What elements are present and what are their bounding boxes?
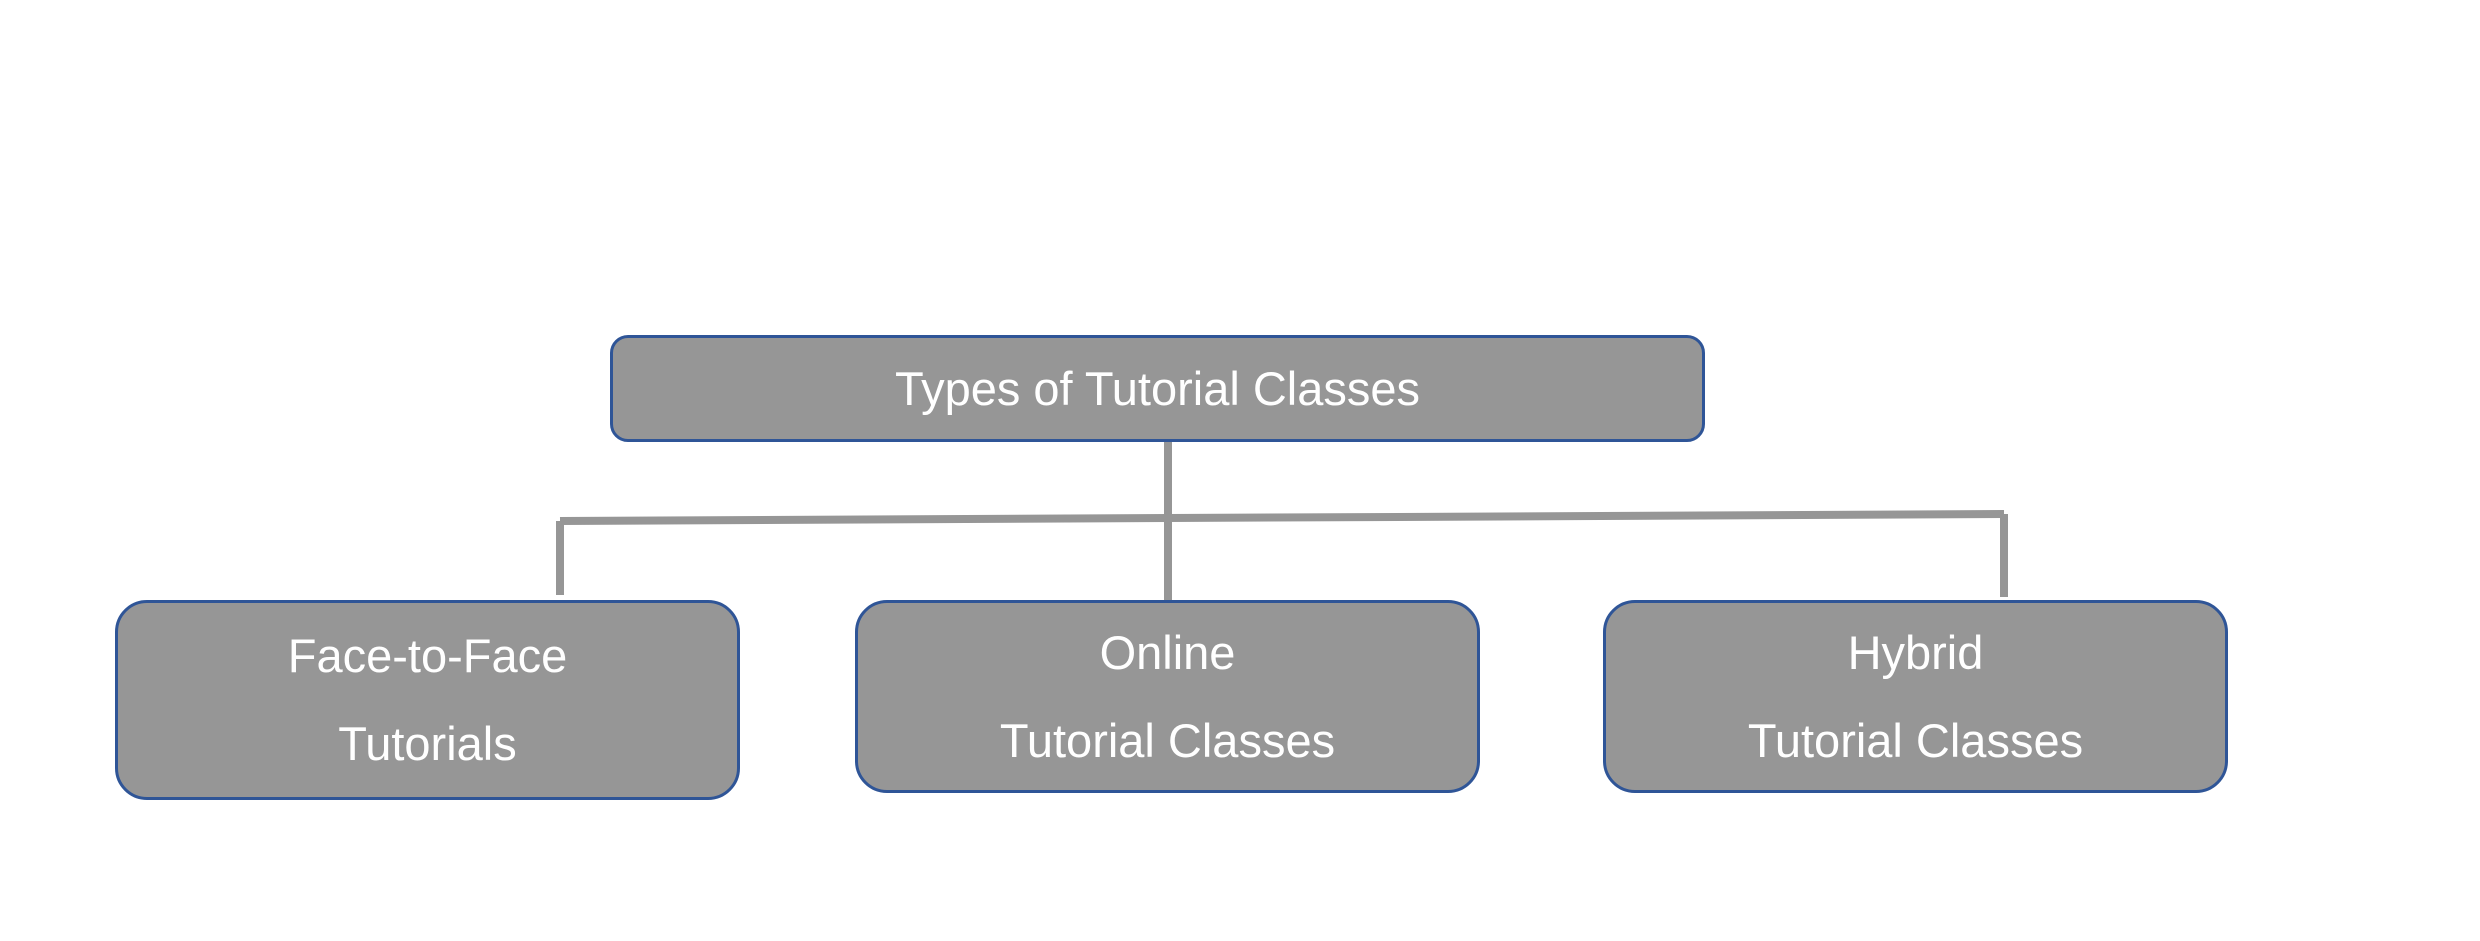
child-node-line1: Online — [1099, 625, 1236, 679]
child-node-line1: Face-to-Face — [287, 629, 568, 682]
child-node-online: Online Tutorial Classes — [855, 600, 1480, 793]
child-node-line2: Tutorials — [338, 717, 517, 770]
child-node-line1: Hybrid — [1847, 625, 1984, 679]
root-node-label: Types of Tutorial Classes — [894, 362, 1421, 415]
horizontal-branch-line — [559, 510, 2005, 525]
root-node: Types of Tutorial Classes — [610, 335, 1705, 442]
child-node-line2: Tutorial Classes — [999, 713, 1336, 767]
child-node-hybrid: Hybrid Tutorial Classes — [1603, 600, 2228, 793]
child-node-line2: Tutorial Classes — [1747, 713, 2084, 767]
child-node-face-to-face: Face-to-Face Tutorials — [115, 600, 740, 800]
